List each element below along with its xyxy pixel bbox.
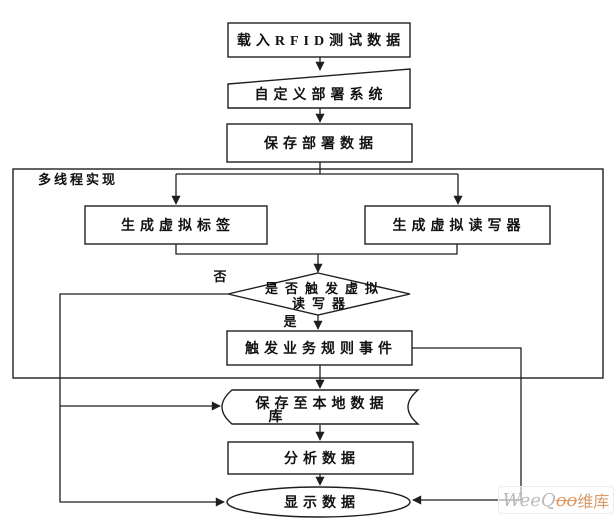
node-load-rfid-data-label: 载入RFID测试数据 bbox=[237, 32, 405, 49]
node-display-data-label: 显示数据 bbox=[284, 494, 360, 511]
decision-no-label: 否 bbox=[212, 269, 226, 284]
edge-trigger-to-display bbox=[412, 347, 522, 505]
node-decision-trigger-reader bbox=[227, 272, 411, 316]
watermark-oo: oo bbox=[555, 489, 578, 511]
node-decision-label-line2: 读写器 bbox=[292, 296, 352, 311]
edge-decision-no-to-display bbox=[59, 293, 228, 507]
watermark-cn: 维库 bbox=[577, 492, 610, 511]
node-generate-virtual-readers bbox=[364, 205, 551, 245]
node-trigger-business-rules-label: 触发业务规则事件 bbox=[244, 340, 397, 357]
node-generate-virtual-tags-label: 生成虚拟标签 bbox=[121, 217, 235, 234]
node-generate-virtual-readers-label: 生成虚拟读写器 bbox=[393, 217, 526, 234]
node-display-data bbox=[226, 486, 411, 518]
node-analyze-data-label: 分析数据 bbox=[284, 450, 360, 467]
watermark-latin: WeeQ bbox=[502, 489, 556, 511]
node-trigger-business-rules bbox=[226, 330, 413, 366]
node-load-rfid-data bbox=[227, 22, 411, 58]
node-analyze-data bbox=[227, 441, 414, 475]
node-save-local-db bbox=[221, 389, 420, 425]
node-custom-deploy-label: 自定义部署系统 bbox=[255, 86, 388, 103]
node-generate-virtual-tags bbox=[84, 205, 268, 245]
node-custom-deploy bbox=[227, 68, 411, 109]
node-save-local-db-label-line2: 库 bbox=[269, 408, 288, 425]
multithread-container-box bbox=[12, 168, 604, 379]
node-save-deploy-label: 保存部署数据 bbox=[263, 135, 378, 152]
multithread-container-label: 多线程实现 bbox=[38, 172, 118, 187]
decision-yes-label: 是 bbox=[282, 314, 297, 329]
node-save-local-db-label-line1: 保存至本地数据 bbox=[255, 395, 389, 412]
edge-branch-merge bbox=[175, 244, 458, 255]
node-save-deploy bbox=[226, 123, 413, 163]
node-decision-label-line1: 是否触发虚拟 bbox=[264, 281, 385, 296]
